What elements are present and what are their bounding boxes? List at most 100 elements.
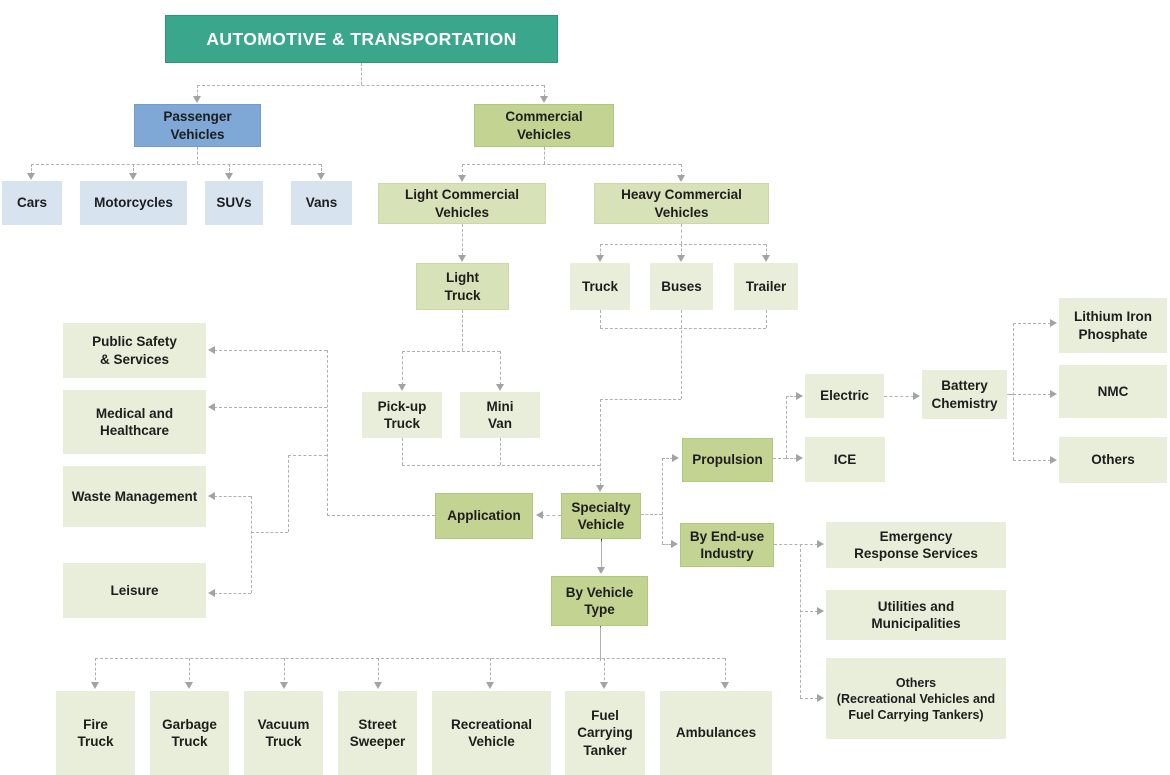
emergency-response-services-node: Emergency Response Services [826, 522, 1006, 568]
others-end-use-node: Others (Recreational Vehicles and Fuel C… [826, 658, 1006, 739]
connector-arrow [485, 682, 494, 689]
connector-arrow [599, 682, 608, 689]
connector-arrow [184, 682, 193, 689]
electric-node: Electric [805, 374, 884, 418]
light-commercial-vehicles-node: Light Commercial Vehicles [378, 183, 546, 224]
connector-line [773, 458, 786, 459]
heavy-commercial-vehicles-node: Heavy Commercial Vehicles [594, 183, 769, 224]
connector-line [662, 544, 672, 545]
connector-line [541, 515, 561, 516]
connector-arrow [913, 391, 920, 400]
propulsion-node: Propulsion [682, 438, 773, 482]
connector-line [600, 625, 601, 661]
connector-line [402, 351, 500, 352]
connector-line [197, 85, 198, 97]
connector-line [214, 496, 251, 497]
connector-arrow [192, 96, 201, 103]
medical-healthcare-node: Medical and Healthcare [63, 390, 206, 454]
connector-line [31, 164, 32, 175]
lithium-iron-phosphate-node: Lithium Iron Phosphate [1059, 298, 1167, 353]
connector-arrow [596, 567, 605, 574]
connector-line [402, 351, 403, 385]
connector-line [766, 310, 767, 328]
vans-node: Vans [291, 181, 352, 225]
connector-line [641, 514, 662, 515]
street-sweeper-node: Street Sweeper [338, 691, 417, 775]
connector-line [462, 310, 463, 351]
connector-arrow [796, 391, 803, 400]
pick-up-truck-node: Pick-up Truck [362, 392, 442, 438]
battery-chemistry-node: Battery Chemistry [922, 370, 1007, 419]
connector-line [133, 164, 134, 175]
connector-arrow [595, 485, 604, 492]
connector-line [197, 85, 544, 86]
ice-node: ICE [805, 437, 885, 482]
mini-van-node: Mini Van [460, 392, 540, 438]
connector-line [288, 455, 327, 456]
connector-line [251, 532, 288, 533]
connector-line [321, 164, 322, 175]
fuel-carrying-tanker-node: Fuel Carrying Tanker [565, 691, 645, 775]
connector-line [189, 658, 190, 685]
specialty-vehicle-node: Specialty Vehicle [561, 493, 641, 539]
connector-line [214, 593, 251, 594]
application-node: Application [435, 493, 533, 539]
buses-node: Buses [650, 263, 713, 310]
connector-arrow [539, 96, 548, 103]
trailer-node: Trailer [734, 263, 798, 310]
vacuum-truck-node: Vacuum Truck [244, 691, 323, 775]
connector-arrow [208, 402, 215, 411]
connector-line [681, 224, 682, 244]
connector-arrow [208, 491, 215, 500]
connector-line [725, 658, 726, 685]
connector-arrow [796, 453, 803, 462]
connector-arrow [208, 345, 215, 354]
connector-line [500, 351, 501, 385]
connector-line [1013, 460, 1051, 461]
connector-arrow [1050, 318, 1057, 327]
connector-line [662, 458, 663, 544]
connector-line [600, 399, 681, 400]
others-battery-node: Others [1059, 437, 1167, 483]
connector-line [766, 244, 767, 256]
passenger-vehicles-node: Passenger Vehicles [134, 104, 261, 147]
connector-arrow [279, 682, 288, 689]
waste-management-node: Waste Management [63, 466, 206, 527]
connector-line [500, 438, 501, 465]
connector-arrow [457, 175, 466, 182]
connector-line [800, 611, 818, 612]
connector-line [288, 455, 289, 532]
connector-line [786, 396, 797, 397]
connector-line [600, 244, 601, 256]
light-truck-node: Light Truck [416, 263, 509, 310]
connector-arrow [817, 693, 824, 702]
connector-arrow [90, 682, 99, 689]
connector-line [462, 164, 681, 165]
connector-line [600, 399, 601, 486]
connector-line [402, 465, 600, 466]
connector-line [229, 164, 230, 175]
connector-arrow [128, 173, 137, 180]
leisure-node: Leisure [63, 563, 206, 618]
connector-line [884, 396, 914, 397]
connector-line [662, 458, 673, 459]
connector-line [1013, 323, 1014, 460]
connector-line [31, 164, 321, 165]
connector-line [600, 244, 766, 245]
connector-line [361, 63, 362, 85]
connector-line [600, 328, 766, 329]
connector-line [378, 658, 379, 685]
connector-arrow [26, 173, 35, 180]
automotive-transportation-node: AUTOMOTIVE & TRANSPORTATION [165, 15, 558, 63]
nmc-node: NMC [1059, 365, 1167, 418]
recreational-vehicle-node: Recreational Vehicle [432, 691, 551, 775]
connector-line [604, 658, 605, 685]
connector-line [786, 458, 797, 459]
by-end-use-industry-node: By End-use Industry [680, 523, 774, 567]
connector-line [327, 350, 328, 516]
connector-arrow [1050, 455, 1057, 464]
connector-line [601, 539, 602, 572]
public-safety-services-node: Public Safety & Services [63, 323, 206, 378]
ambulances-node: Ambulances [660, 691, 772, 775]
connector-line [1013, 323, 1051, 324]
